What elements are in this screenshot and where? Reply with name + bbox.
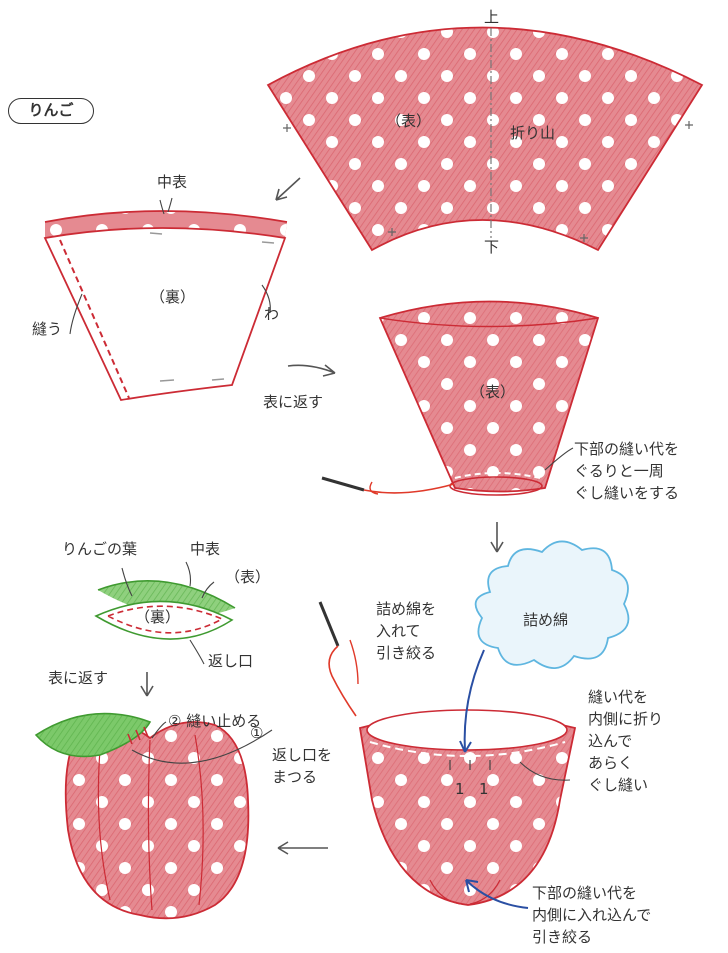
arrow-to-step2: [275, 177, 301, 201]
note-bottom-2: 内側に入れ込んで: [532, 906, 652, 924]
note-step3-1: 下部の縫い代を: [574, 440, 680, 458]
label-leaf-opening: 返し口: [208, 652, 254, 670]
tube-face: [321, 300, 600, 496]
label-leaf-face: （表）: [225, 568, 271, 586]
needle-thread: [318, 601, 359, 717]
label-leaf-turn: 表に返す: [48, 669, 109, 687]
arrow-to-finish: [277, 841, 328, 855]
label-nakaomote: 中表: [157, 173, 188, 191]
stuffing-cloud: [474, 540, 630, 669]
label-fold: 折り山: [510, 124, 556, 142]
folded-fabric-back: [43, 197, 288, 401]
label-leaf-back: （裏）: [135, 608, 181, 626]
label-back: （裏）: [150, 288, 196, 306]
label-finish-step1-a: 返し口を: [272, 746, 333, 764]
note-step5-4: あらく: [588, 754, 634, 772]
label-finish-step2: ② 縫い止める: [168, 712, 262, 730]
measure-1: 1: [455, 780, 465, 798]
label-finish-step1-b: まつる: [272, 768, 318, 786]
label-face-step1: （表）: [386, 112, 432, 130]
label-sew: 縫う: [32, 320, 63, 338]
label-top: 上: [484, 8, 500, 26]
fabric-pattern-piece: [266, 26, 704, 252]
note-bottom-3: 引き絞る: [532, 928, 593, 946]
label-turn: 表に返す: [263, 393, 324, 411]
label-bottom: 下: [484, 238, 500, 256]
measure-2: 1: [479, 780, 489, 798]
blue-arrow-bottom: [465, 879, 529, 909]
note-step3-3: ぐし縫いをする: [574, 484, 680, 502]
label-finish-step1-num: ①: [250, 724, 264, 742]
label-stuffing: 詰め綿: [523, 611, 569, 629]
note-step4-2: 入れて: [376, 622, 421, 640]
arrow-to-step4: [490, 522, 504, 553]
arrow-to-step3: [287, 364, 336, 377]
note-bottom-1: 下部の縫い代を: [532, 884, 638, 902]
label-face-step3: （表）: [470, 383, 516, 401]
note-step5-5: ぐし縫い: [588, 776, 649, 794]
note-step3-2: ぐるりと一周: [574, 462, 664, 480]
note-step4-3: 引き絞る: [376, 644, 437, 662]
finished-apple: [34, 712, 273, 920]
page-title: りんご: [8, 98, 94, 124]
leaf-pattern: [94, 561, 236, 665]
note-step5-2: 内側に折り: [588, 710, 664, 728]
stuffed-cup: [358, 709, 577, 906]
label-wa: わ: [264, 305, 280, 323]
note-step5-3: 込んで: [588, 732, 633, 750]
note-step5-1: 縫い代を: [588, 688, 649, 706]
note-step4-1: 詰め綿を: [376, 600, 437, 618]
arrow-leaf-down: [140, 672, 154, 697]
label-leaf-nakaomote: 中表: [190, 540, 221, 558]
label-leaf-title: りんごの葉: [62, 540, 138, 558]
blue-arrow-stuffing: [459, 649, 485, 753]
